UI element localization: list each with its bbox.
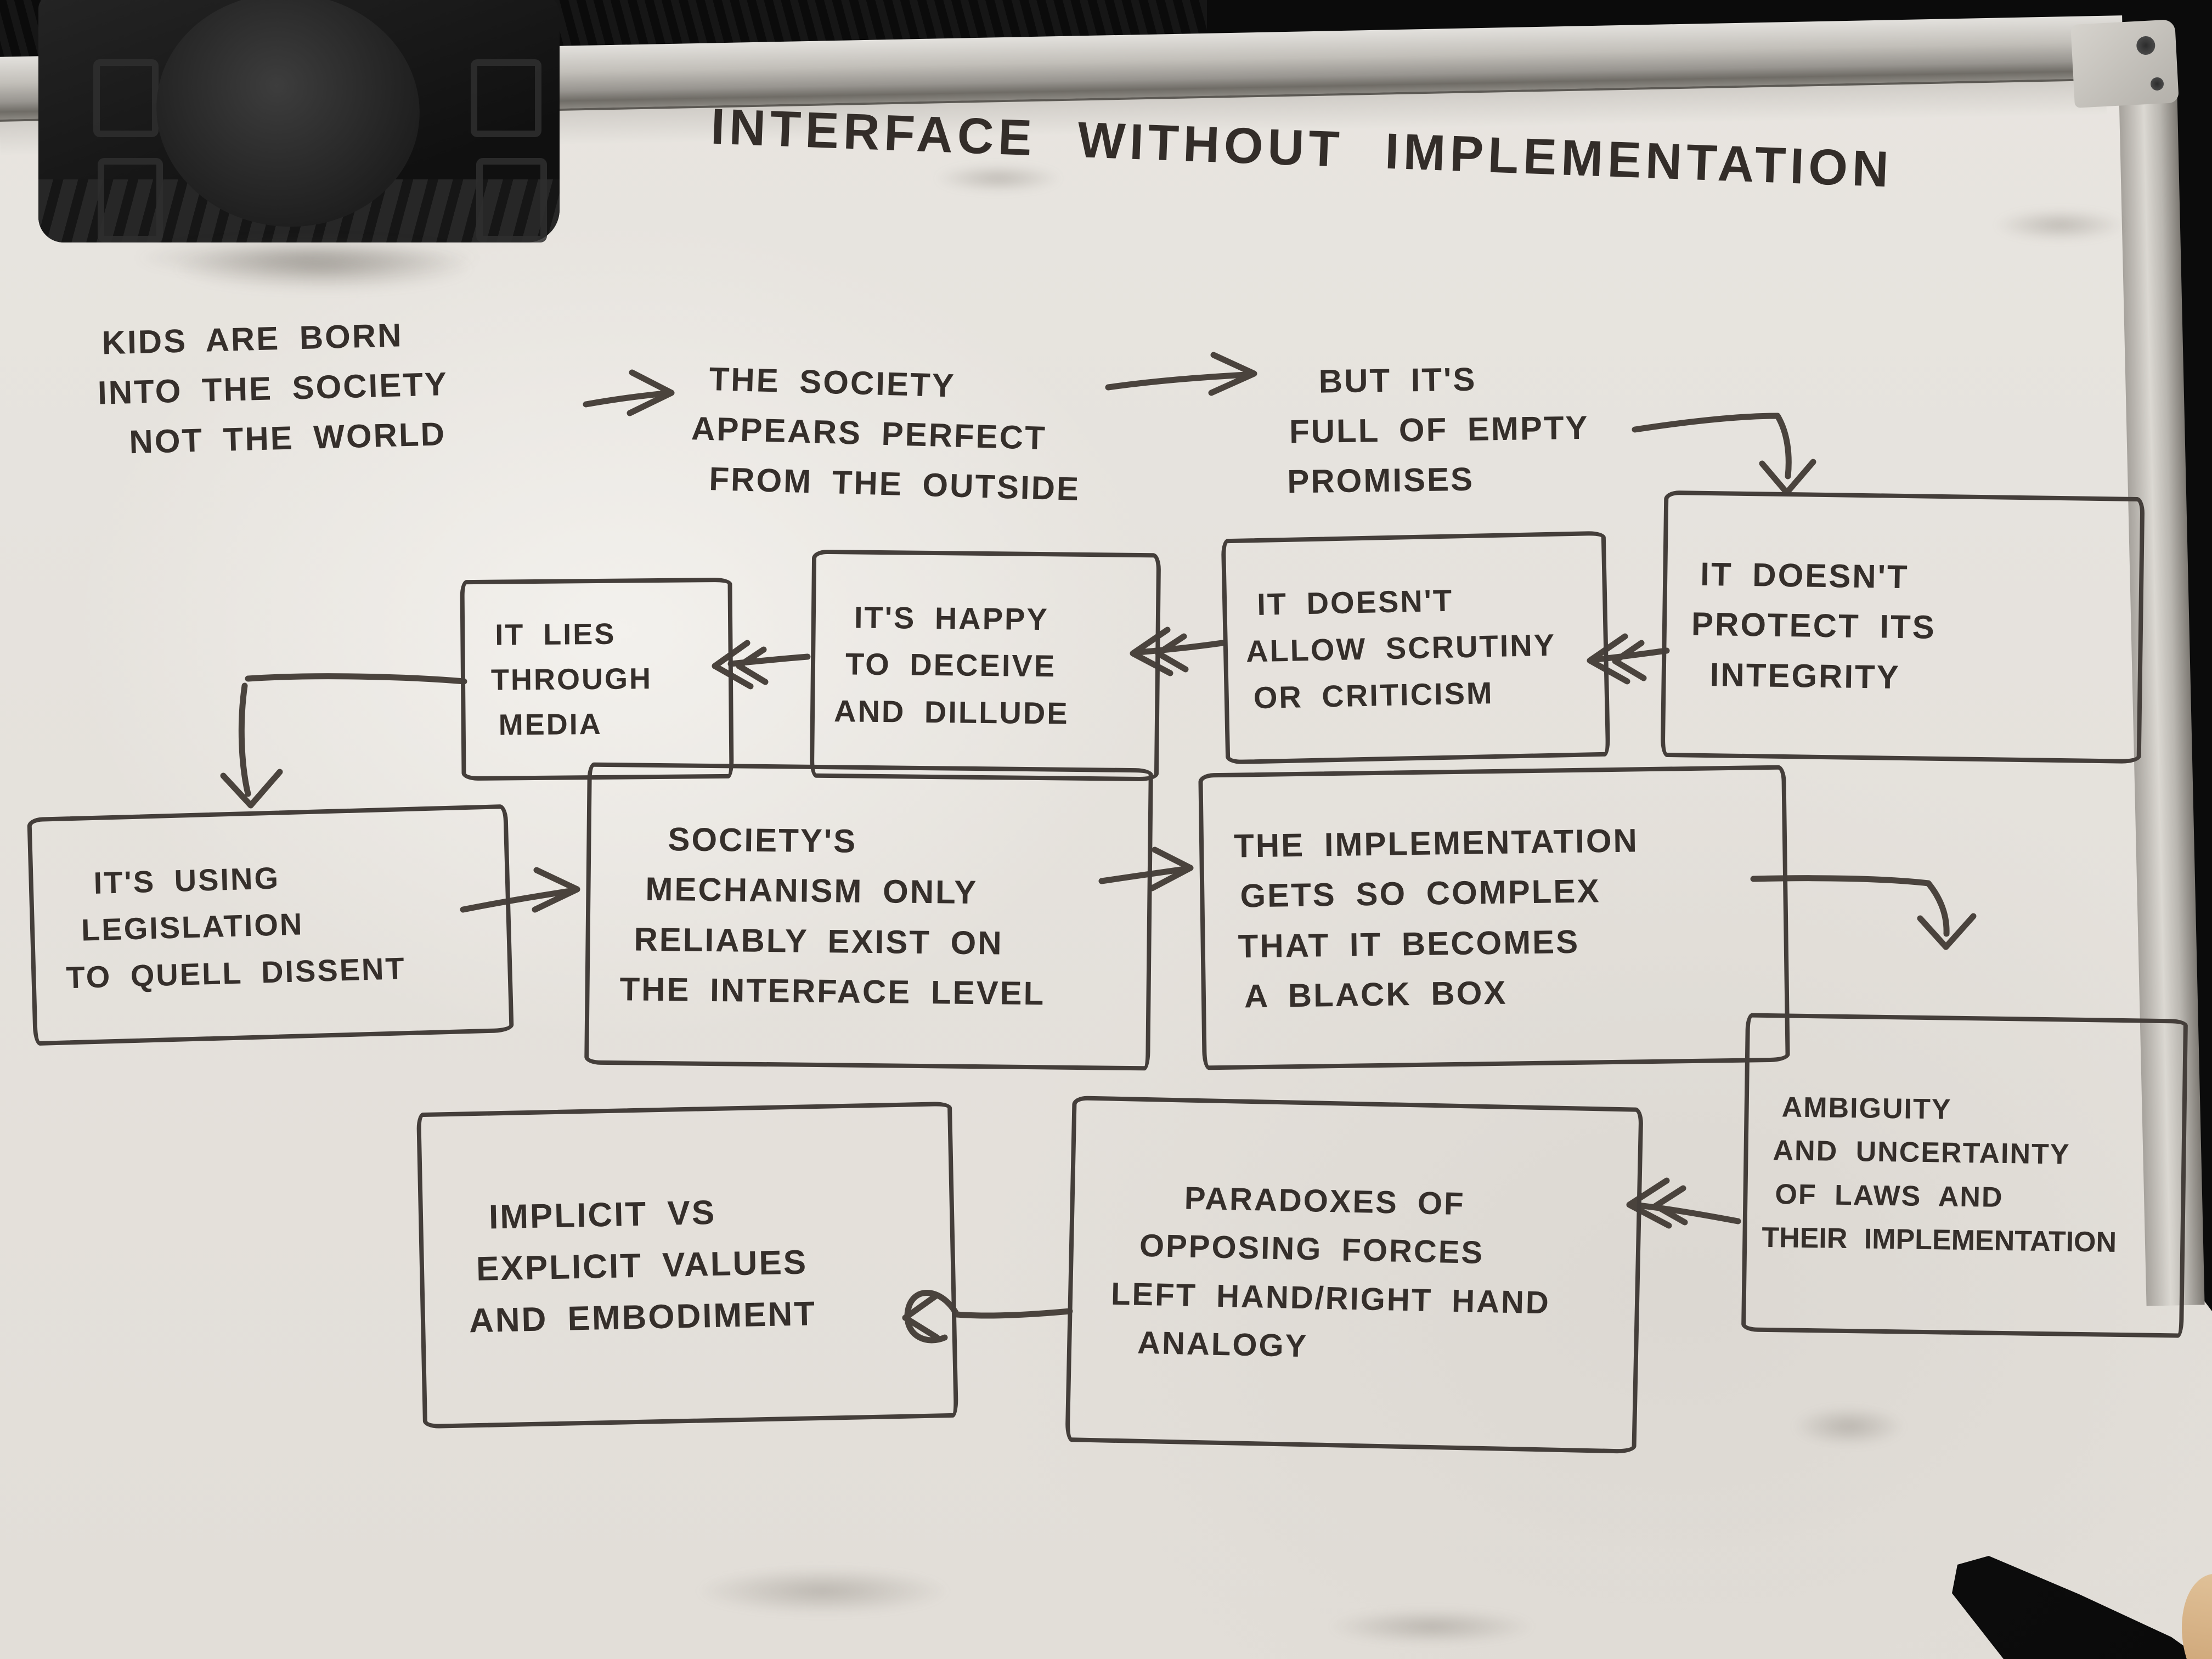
node-text-line: GETS SO COMPLEX — [1239, 872, 1601, 915]
whiteboard-eraser — [38, 0, 560, 242]
node-text-line: PROTECT ITS — [1691, 606, 1937, 646]
node-text-line: MEDIA — [498, 707, 602, 742]
board-smudge — [1970, 203, 2151, 247]
node-text-line: TO DECEIVE — [845, 646, 1057, 684]
node-text-line: AND DILLUDE — [833, 693, 1069, 731]
node-text-line: BUT IT'S — [1318, 360, 1477, 400]
node-ambiguity-uncertainty: AMBIGUITY AND UNCERTAINTY OF LAWS AND TH… — [1741, 1013, 2188, 1338]
node-text-line: FULL OF EMPTY — [1289, 409, 1589, 450]
node-protect-integrity: IT DOESN'T PROTECT ITS INTEGRITY — [1660, 490, 2145, 764]
node-text-line: OF LAWS AND — [1775, 1178, 2004, 1214]
edge-legislation-to-interface — [460, 867, 580, 913]
edge-lies-to-legislation — [220, 673, 467, 809]
board-smudge — [647, 1558, 998, 1624]
node-text-line: THEIR IMPLEMENTATION — [1761, 1221, 2117, 1259]
node-allow-scrutiny: IT DOESN'T ALLOW SCRUTINY OR CRITICISM — [1221, 531, 1611, 765]
node-kids-are-born: KIDS ARE BORN INTO THE SOCIETY NOT THE W… — [96, 305, 594, 468]
node-legislation-dissent: IT'S USING LEGISLATION TO QUELL DISSENT — [27, 804, 514, 1046]
node-society-appears-perfect: THE SOCIETY APPEARS PERFECT FROM THE OUT… — [684, 353, 1126, 516]
node-text-line: THAT IT BECOMES — [1238, 923, 1580, 965]
node-text-line: THE INTERFACE LEVEL — [619, 970, 1046, 1012]
eraser-slot — [98, 158, 163, 242]
node-text-line: IT LIES — [495, 617, 616, 652]
node-text-line: SOCIETY'S — [668, 821, 857, 860]
node-text-line: AND UNCERTAINTY — [1773, 1135, 2070, 1171]
node-text-line: IT DOESN'T — [1256, 583, 1454, 622]
eraser-slot — [471, 59, 541, 137]
node-text-line: PARADOXES OF — [1184, 1180, 1466, 1222]
node-text-line: THROUGH — [490, 662, 653, 697]
node-text-line: AMBIGUITY — [1781, 1091, 1952, 1126]
node-text-line: EXPLICIT VALUES — [476, 1243, 808, 1288]
board-smudge — [115, 236, 532, 302]
board-smudge — [911, 159, 1086, 198]
edge-kids-to-society — [583, 369, 675, 416]
node-deceive-dillude: IT'S HAPPY TO DECEIVE AND DILLUDE — [809, 549, 1161, 782]
edge-blackbox-to-ambiguity — [1750, 875, 1977, 950]
node-text-line: MECHANISM ONLY — [645, 871, 978, 911]
edge-interface-to-blackbox — [1098, 847, 1194, 891]
node-black-box: THE IMPLEMENTATION GETS SO COMPLEX THAT … — [1198, 765, 1790, 1070]
node-text-line: IT DOESN'T — [1700, 556, 1910, 596]
node-paradoxes: PARADOXES OF OPPOSING FORCES LEFT HAND/R… — [1065, 1096, 1644, 1454]
node-text-line: ALLOW SCRUTINY — [1245, 627, 1556, 669]
node-text-line: THE IMPLEMENTATION — [1233, 822, 1639, 865]
edge-promises-to-protect — [1632, 413, 1816, 496]
node-lies-media: IT LIES THROUGH MEDIA — [460, 577, 734, 781]
edge-society-to-promises — [1105, 352, 1257, 396]
edge-protect-to-scrutiny — [1587, 633, 1670, 685]
eraser-slot — [476, 158, 547, 242]
node-text-line: ANALOGY — [1137, 1324, 1308, 1364]
node-text-line: PROMISES — [1286, 461, 1475, 500]
edge-paradoxes-to-implicit — [902, 1290, 1073, 1344]
node-interface-level: SOCIETY'S MECHANISM ONLY RELIABLY EXIST … — [584, 762, 1153, 1071]
node-text-line: RELIABLY EXIST ON — [634, 921, 1004, 962]
node-text-line: A BLACK BOX — [1244, 974, 1508, 1015]
node-text-line: AND EMBODIMENT — [469, 1295, 817, 1340]
node-empty-promises: BUT IT'S FULL OF EMPTY PROMISES — [1285, 351, 1716, 507]
node-text-line: IMPLICIT VS — [488, 1193, 716, 1237]
edge-scrutiny-to-deceive — [1130, 627, 1226, 676]
edge-ambiguity-to-paradoxes — [1626, 1177, 1741, 1229]
board-smudge — [1772, 1399, 1926, 1454]
node-text-line: IT'S HAPPY — [854, 600, 1049, 637]
eraser-shadow — [66, 230, 549, 285]
node-text-line: OR CRITICISM — [1253, 675, 1494, 715]
node-text-line: INTEGRITY — [1709, 656, 1901, 696]
node-implicit-explicit: IMPLICIT VS EXPLICIT VALUES AND EMBODIME… — [416, 1101, 958, 1429]
edge-deceive-to-lies — [712, 640, 811, 690]
board-smudge — [1289, 1602, 1575, 1651]
